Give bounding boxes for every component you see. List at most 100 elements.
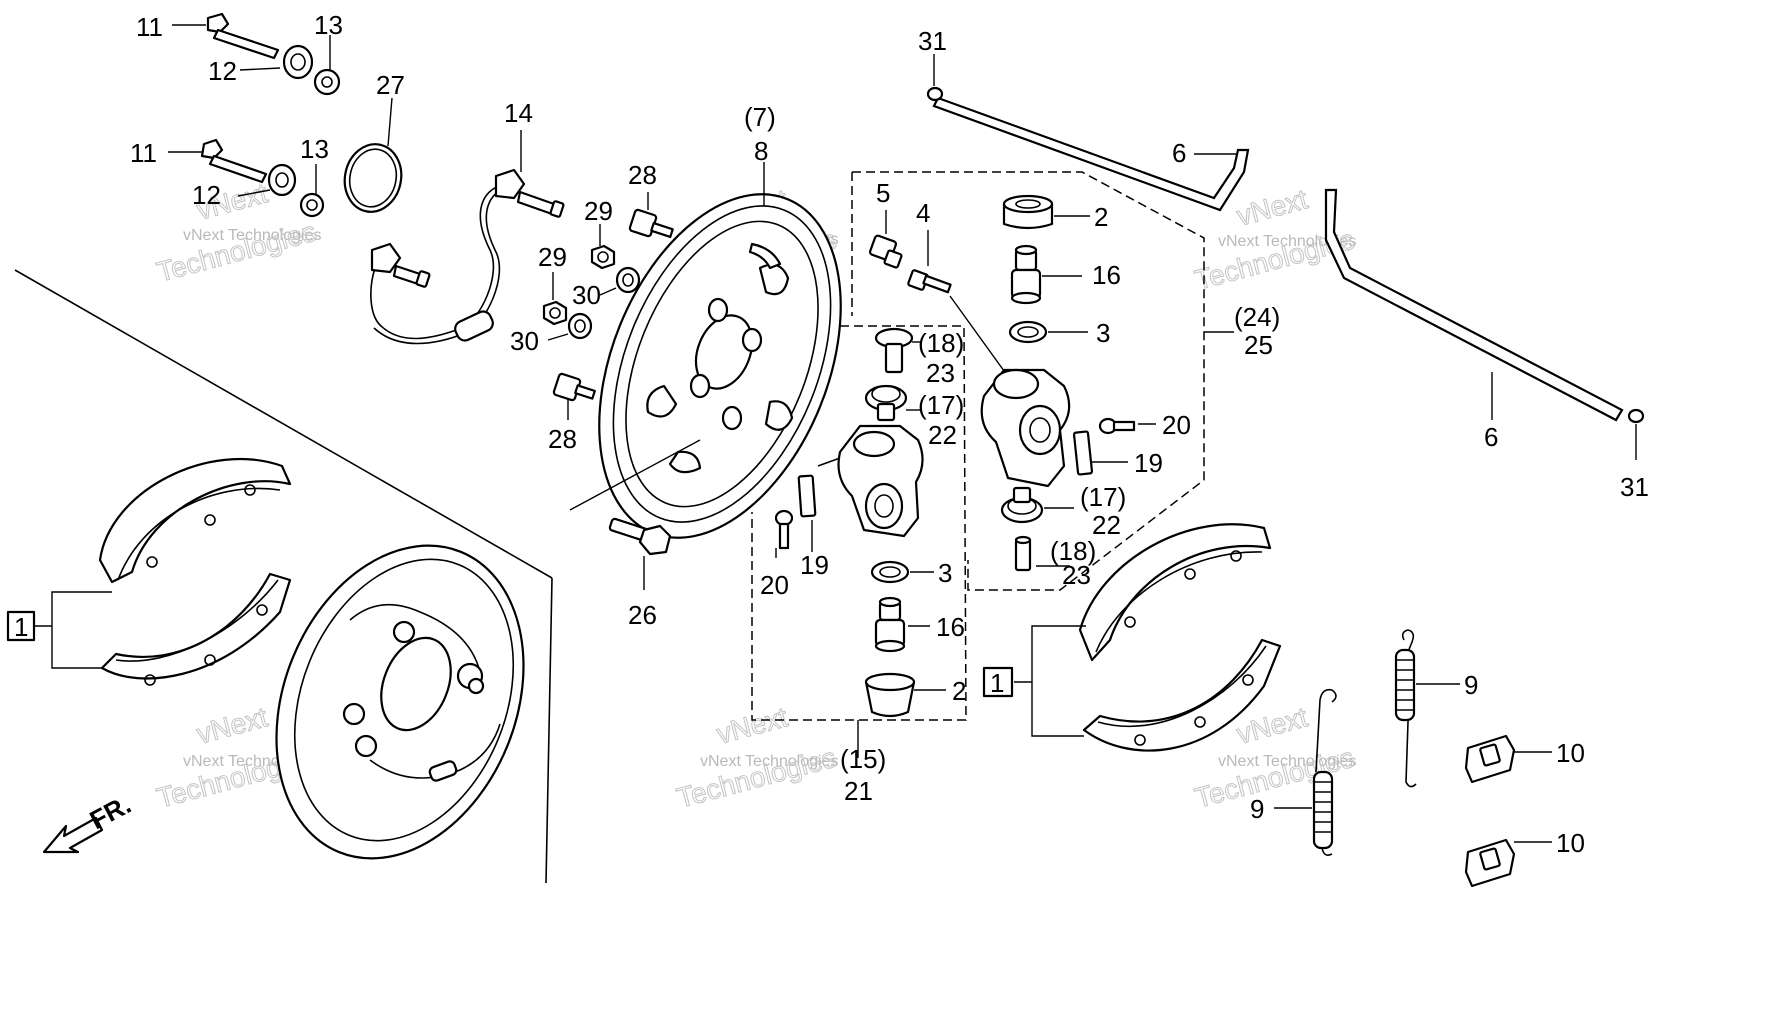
- front-direction-arrow: [42, 816, 104, 854]
- wheel-cylinder-upper: [980, 368, 1071, 488]
- label-17-upper: (17): [1080, 482, 1126, 512]
- dust-boot-2-lower: [864, 672, 916, 718]
- watermark-bottom-center: vNext Technologies vNext Technologies: [673, 701, 840, 815]
- screw-20-lower: [774, 509, 794, 550]
- breather-tube-6-right: [1324, 188, 1624, 422]
- label-2-upper: 2: [1094, 202, 1108, 232]
- label-12-lower: 12: [192, 180, 221, 210]
- brake-shoe-upper-left: [98, 457, 292, 584]
- label-27: 27: [376, 70, 405, 100]
- label-19-lower: 19: [800, 550, 829, 580]
- assembly-panel-outline: [14, 269, 553, 884]
- label-3-upper: 3: [1096, 318, 1110, 348]
- shoe-group-bracket-right: [982, 625, 1086, 737]
- brake-drum-assembly: [275, 544, 525, 860]
- svg-text:vNext: vNext: [194, 701, 271, 750]
- wheel-cylinder-lower: [817, 424, 924, 538]
- label-17-lower: (17): [918, 390, 964, 420]
- label-26: 26: [628, 600, 657, 630]
- label-19-upper: 19: [1134, 448, 1163, 478]
- label-21: 21: [844, 776, 873, 806]
- label-13-upper: 13: [314, 10, 343, 40]
- label-10-upper: 10: [1556, 738, 1585, 768]
- adjuster-screw-23-upper: [1014, 535, 1032, 572]
- brake-shoe-upper-right: [1078, 523, 1272, 662]
- wheel-cylinder-box-upper: [851, 171, 1205, 591]
- spring-9-upper: [1394, 629, 1417, 788]
- label-16-lower: 16: [936, 612, 965, 642]
- label-22-upper: 22: [1092, 510, 1121, 540]
- breather-tube-6-left: [932, 96, 1250, 212]
- bleeder-5: [868, 234, 903, 269]
- label-30-upper: 30: [572, 280, 601, 310]
- label-11-lower: 11: [130, 138, 157, 168]
- washer-30-lower: [567, 312, 593, 340]
- label-15: (15): [840, 744, 886, 774]
- label-25: 25: [1244, 330, 1273, 360]
- plate-19-lower: [797, 474, 817, 518]
- label-8: 8: [754, 136, 768, 166]
- adjuster-gear-22-upper: [1000, 486, 1044, 524]
- clip-10-lower: [1464, 838, 1516, 888]
- brake-pipe-14: [370, 168, 565, 345]
- label-22-lower: 22: [928, 420, 957, 450]
- shoe-group-bracket-left: [6, 591, 112, 669]
- svg-text:vNext Technologies: vNext Technologies: [700, 753, 838, 770]
- label-4: 4: [916, 198, 930, 228]
- label-28-lower: 28: [548, 424, 577, 454]
- clip-31-left: [926, 86, 944, 102]
- label-14: 14: [504, 98, 533, 128]
- label-11-upper: 11: [136, 12, 163, 42]
- clip-10-upper: [1464, 734, 1516, 784]
- label-18-lower: (18): [918, 328, 964, 358]
- label-20-lower: 20: [760, 570, 789, 600]
- dust-boot-2-upper: [1002, 194, 1054, 230]
- bleeder-screw-lower: [200, 138, 325, 218]
- label-13-lower: 13: [300, 134, 329, 164]
- svg-text:vNext Technologies: vNext Technologies: [1218, 753, 1356, 770]
- label-30-lower: 30: [510, 326, 539, 356]
- adjuster-screw-23-lower: [874, 327, 914, 374]
- label-12-upper: 12: [208, 56, 237, 86]
- bolt-4: [907, 269, 952, 294]
- label-1-right: 1: [990, 668, 1004, 698]
- svg-text:vNext: vNext: [1234, 183, 1311, 232]
- watermark-top-left: vNext Technologies vNext Technologies: [153, 177, 321, 289]
- label-3-lower: 3: [938, 558, 952, 588]
- label-18-upper: (18): [1050, 536, 1096, 566]
- label-31-left: 31: [918, 26, 947, 56]
- brake-shoe-lower-left: [100, 572, 292, 686]
- label-23-lower: 23: [926, 358, 955, 388]
- label-1-left: 1: [14, 612, 28, 642]
- washer-30-upper: [615, 266, 641, 294]
- svg-text:vNext Technologies: vNext Technologies: [1218, 233, 1356, 250]
- label-5: 5: [876, 178, 890, 208]
- piston-16-lower: [874, 596, 906, 653]
- nut-29-upper: [590, 244, 616, 270]
- seal-3-upper: [1008, 320, 1048, 344]
- clip-31-right: [1627, 408, 1645, 424]
- label-16-upper: 16: [1092, 260, 1121, 290]
- piston-16-upper: [1010, 244, 1042, 305]
- label-23-upper: 23: [1062, 560, 1091, 590]
- bolt-26: [608, 517, 672, 556]
- seal-3-lower: [870, 560, 910, 584]
- brake-panel-8: [598, 193, 842, 539]
- label-7: (7): [744, 102, 776, 132]
- brake-shoe-lower-right: [1082, 638, 1282, 752]
- bolt-28-lower: [552, 372, 596, 402]
- bolt-28-upper: [628, 208, 674, 238]
- nut-29-lower: [542, 300, 568, 326]
- label-28-upper: 28: [628, 160, 657, 190]
- plate-19-upper: [1072, 430, 1094, 476]
- wheel-cylinder-box-lower: [751, 325, 967, 721]
- label-24: (24): [1234, 302, 1280, 332]
- label-9-lower: 9: [1250, 794, 1264, 824]
- label-20-upper: 20: [1162, 410, 1191, 440]
- adjuster-gear-22-lower: [864, 384, 908, 422]
- label-31-right: 31: [1620, 472, 1649, 502]
- label-29-lower: 29: [538, 242, 567, 272]
- label-9-upper: 9: [1464, 670, 1478, 700]
